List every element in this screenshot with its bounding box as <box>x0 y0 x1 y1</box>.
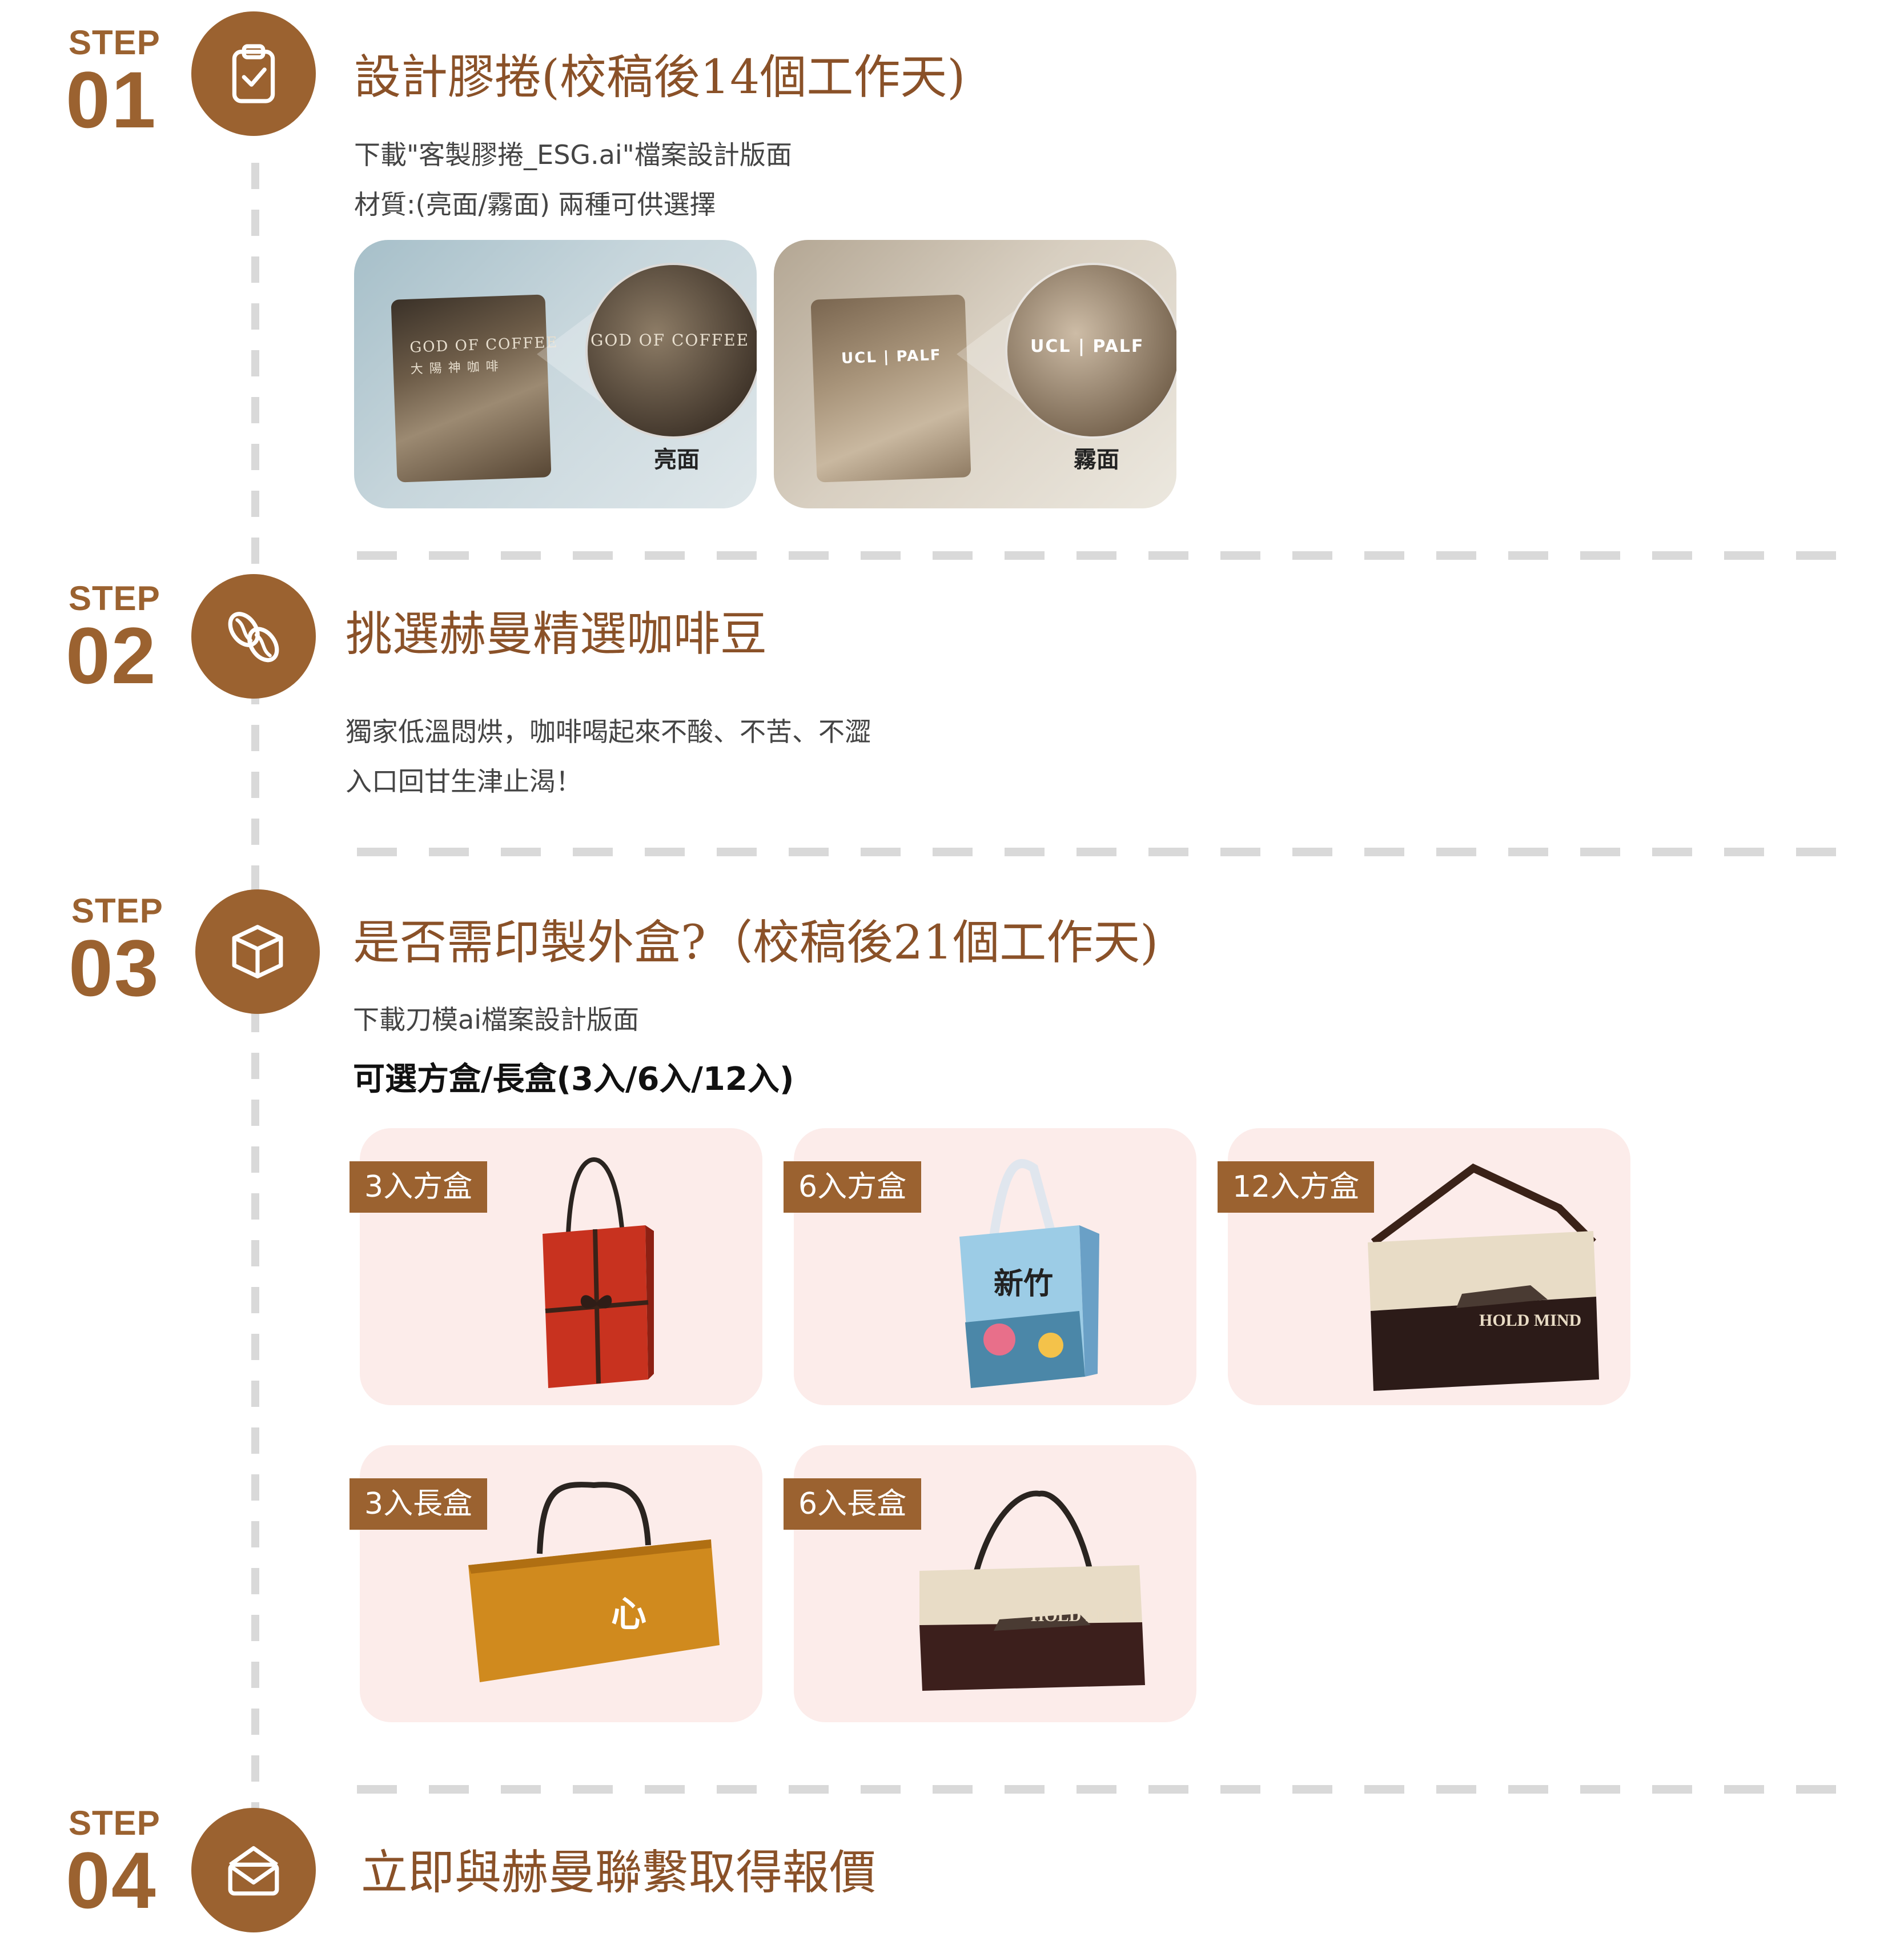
step-description: 獨家低溫悶烘，咖啡喝起來不酸、不苦、不澀 <box>346 716 871 747</box>
box-card-12-square: 12入方盒 HOLD MIND <box>1218 1128 1630 1405</box>
box-print-text: 新竹 <box>994 1266 1054 1301</box>
box-tag: 6入方盒 <box>784 1161 922 1213</box>
box-card-3-square: 3入方盒 <box>350 1128 762 1405</box>
step-label: STEP <box>69 579 160 617</box>
material-label: 霧面 <box>1074 447 1119 473</box>
step-title: 設計膠捲(校稿後14個工作天) <box>354 50 966 105</box>
coffee-beans-icon <box>228 612 279 663</box>
material-photo-matte: UCL | PALF UCL | PALF 霧面 <box>774 240 1176 508</box>
step-number: 04 <box>66 1835 157 1925</box>
section-divider <box>357 1785 1842 1794</box>
step-title: 立即與赫曼聯繫取得報價 <box>361 1846 877 1900</box>
box-card-3-long: 3入長盒 心 <box>350 1445 762 1722</box>
red-gift-box-image <box>543 1157 654 1388</box>
step-icon-circle <box>191 11 316 136</box>
zoom-text: UCL | PALF <box>1030 336 1144 356</box>
clipboard-check-icon <box>232 44 275 103</box>
step-icon-circle <box>191 574 316 699</box>
step-description: 下載"客製膠捲_ESG.ai"檔案設計版面 <box>354 139 792 170</box>
box-print-text: 心 <box>611 1593 647 1635</box>
step-description: 下載刀模ai檔案設計版面 <box>353 1004 639 1035</box>
step-label: STEP <box>69 23 160 62</box>
step-title: 是否需印製外盒?（校稿後21個工作天) <box>353 916 1159 970</box>
step-title: 挑選赫曼精選咖啡豆 <box>346 607 768 661</box>
box-icon <box>232 925 283 978</box>
drip-bag-pack: GOD OF COFFEE 大 陽 神 咖 啡 <box>391 294 559 483</box>
box-tag: 12入方盒 <box>1218 1161 1375 1213</box>
step-description: 材質:(亮面/霧面) 兩種可供選擇 <box>354 189 716 220</box>
zoom-circle: GOD OF COFFEE <box>585 263 757 439</box>
box-print-text: HOLD MIND <box>1479 1311 1582 1330</box>
box-card-6-long: 6入長盒 HOLD MIND <box>784 1445 1196 1722</box>
pack-text: 大 陽 神 咖 啡 <box>410 359 500 377</box>
orange-long-box-image <box>468 1482 720 1682</box>
step-number: 01 <box>66 55 157 145</box>
section-divider <box>357 848 1842 856</box>
material-label: 亮面 <box>654 447 700 473</box>
box-options-heading: 可選方盒/長盒(3入/6入/12入) <box>353 1061 794 1098</box>
step-label: STEP <box>69 1804 160 1842</box>
material-photo-glossy: GOD OF COFFEE 大 陽 神 咖 啡 GOD OF COFFEE 亮面 <box>354 240 757 508</box>
step-icon-circle <box>191 1808 316 1932</box>
box-tag: 6入長盒 <box>784 1478 922 1530</box>
step-label: STEP <box>71 892 163 930</box>
box-card-6-square: 6入方盒 新竹 <box>784 1128 1196 1405</box>
pack-text: GOD OF COFFEE <box>409 334 559 356</box>
drip-bag-pack: UCL | PALF <box>810 294 971 483</box>
zoom-text: GOD OF COFFEE <box>591 331 750 350</box>
envelope-icon <box>228 1846 279 1896</box>
section-divider <box>357 551 1842 560</box>
zoom-circle: UCL | PALF <box>1005 263 1176 439</box>
step-description: 入口回甘生津止渴！ <box>346 766 582 797</box>
step-number: 02 <box>66 611 157 700</box>
hsinchu-box-image <box>959 1159 1099 1388</box>
box-tag: 3入方盒 <box>350 1161 488 1213</box>
hold-mind-long-box-image <box>919 1490 1145 1691</box>
step-icon-circle <box>195 889 320 1014</box>
step-number: 03 <box>69 923 160 1013</box>
hold-mind-box-image <box>1368 1163 1599 1391</box>
box-tag: 3入長盒 <box>350 1478 488 1530</box>
box-print-text: HOLD MIND <box>1031 1606 1134 1625</box>
pack-text: UCL | PALF <box>841 346 942 367</box>
